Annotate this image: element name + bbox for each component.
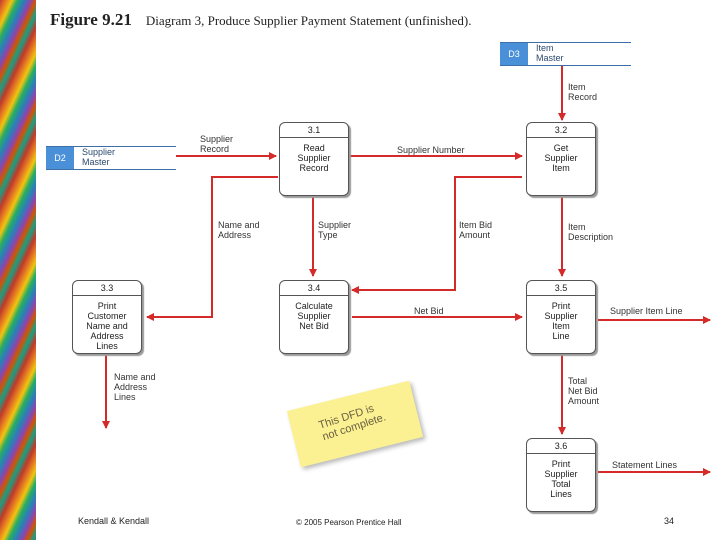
data-store-name: Supplier Master	[82, 147, 116, 167]
process-name: Print Supplier Item Line	[544, 301, 578, 341]
process-name: Calculate Supplier Net Bid	[295, 301, 333, 331]
figure-number: Figure 9.21	[50, 10, 132, 29]
process-name: Get Supplier Item	[544, 143, 578, 173]
flow-label-name-and-address: Name and Address	[218, 220, 260, 240]
process-id: 3.1	[280, 123, 348, 138]
data-store-id: D3	[500, 43, 528, 65]
flow-item-bid-amount	[351, 176, 522, 294]
flow-label-total-net-bid-amount: Total Net Bid Amount	[568, 376, 600, 406]
flow-label-item-description: Item Description	[568, 222, 614, 242]
process-3-4-calculate-supplier-net-bid: 3.4 Calculate Supplier Net Bid	[279, 280, 349, 354]
process-name: Read Supplier Record	[297, 143, 331, 173]
decorative-stripe	[0, 0, 36, 540]
process-3-2-get-supplier-item: 3.2 Get Supplier Item	[526, 122, 596, 196]
footer-copyright: © 2005 Pearson Prentice Hall	[296, 518, 402, 527]
flow-label-supplier-record: Supplier Record	[200, 134, 234, 154]
data-store-name: Item Master	[536, 43, 564, 63]
figure-description: Diagram 3, Produce Supplier Payment Stat…	[145, 13, 472, 28]
process-3-1-read-supplier-record: 3.1 Read Supplier Record	[279, 122, 349, 196]
figure-title: Figure 9.21 Diagram 3, Produce Supplier …	[50, 10, 472, 30]
process-name: Print Customer Name and Address Lines	[86, 301, 128, 351]
flow-name-and-address	[146, 176, 278, 321]
flow-label-item-record: Item Record	[568, 82, 598, 102]
footer-author: Kendall & Kendall	[78, 516, 150, 526]
process-3-5-print-supplier-item-line: 3.5 Print Supplier Item Line	[526, 280, 596, 354]
process-id: 3.6	[527, 439, 595, 454]
flow-label-supplier-type: Supplier Type	[318, 220, 352, 240]
sticky-note-text: This DFD is not complete.	[317, 402, 388, 444]
process-3-3-print-customer-name-and-address-lines: 3.3 Print Customer Name and Address Line…	[72, 280, 142, 354]
page-number: 34	[664, 516, 675, 526]
data-store-id: D2	[46, 147, 74, 169]
flow-label-supplier-item-line: Supplier Item Line	[610, 306, 683, 316]
flow-label-net-bid: Net Bid	[414, 306, 444, 316]
process-id: 3.2	[527, 123, 595, 138]
process-name: Print Supplier Total Lines	[544, 459, 578, 499]
flow-label-name-and-address-lines: Name and Address Lines	[114, 372, 156, 402]
process-id: 3.3	[73, 281, 141, 296]
data-store-item-master: D3 Item Master	[500, 42, 631, 66]
process-3-6-print-supplier-total-lines: 3.6 Print Supplier Total Lines	[526, 438, 596, 512]
flow-label-supplier-number: Supplier Number	[397, 145, 465, 155]
process-id: 3.5	[527, 281, 595, 296]
flow-label-item-bid-amount: Item Bid Amount	[459, 220, 493, 240]
data-store-supplier-master: D2 Supplier Master	[46, 146, 176, 170]
process-id: 3.4	[280, 281, 348, 296]
flow-label-statement-lines: Statement Lines	[612, 460, 678, 470]
